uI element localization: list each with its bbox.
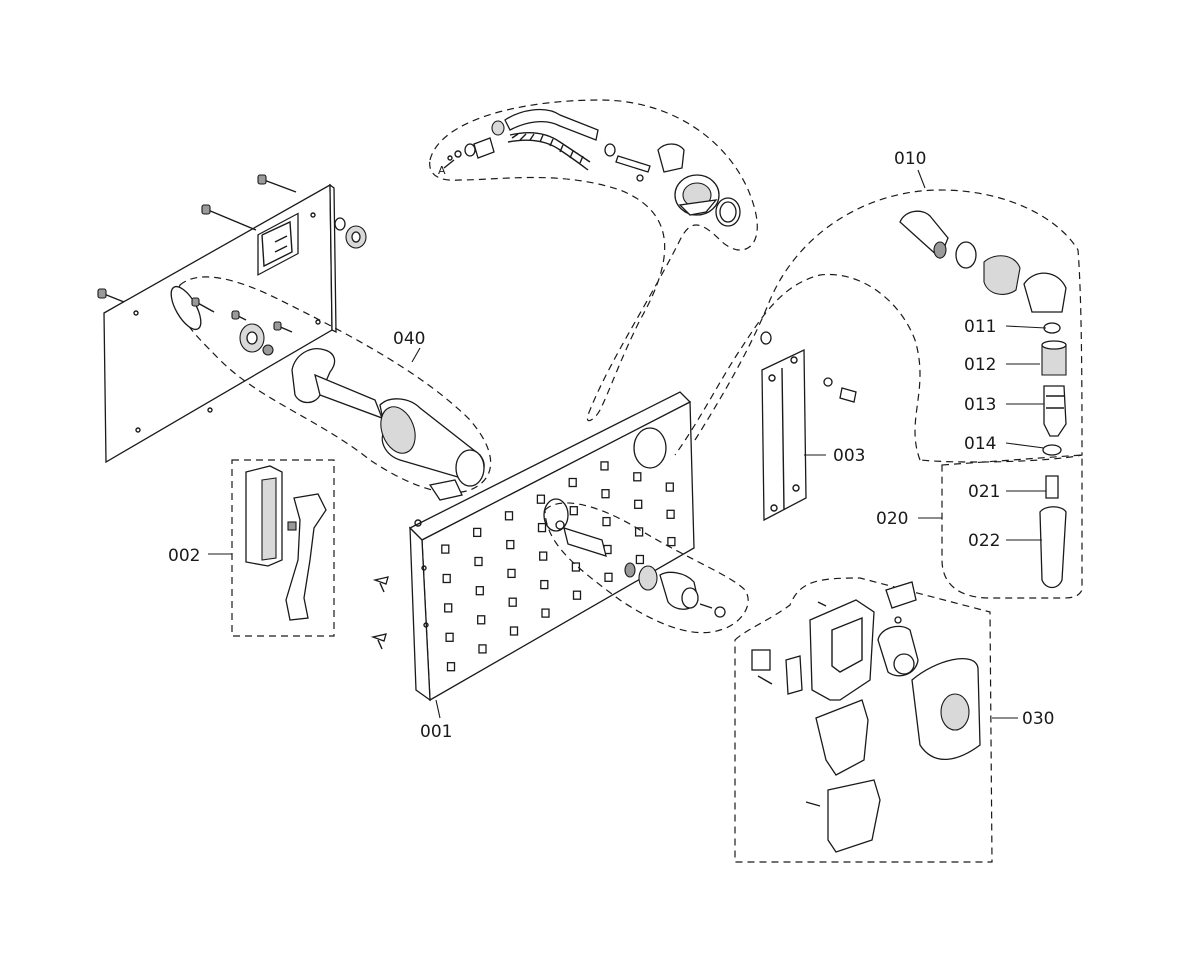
label-011: 011 [964,317,996,337]
group-002-outline [231,459,335,637]
handle-assembly-020 [1039,475,1067,589]
hinge-plate-003 [760,331,857,522]
perforation-hole [634,527,644,537]
spout-arm-assembly [191,297,485,501]
group-010-outline [674,189,1083,463]
valve-assembly [555,520,726,618]
perforation-hole [475,586,484,596]
perforation-hole [442,573,451,584]
label-014: 014 [964,434,996,454]
label-010: 010 [894,149,926,169]
label-040: 040 [393,329,425,349]
perforation-hole [601,489,610,499]
perforation-hole [506,539,515,550]
label-013: 013 [964,395,996,415]
perforation-hole [509,626,519,636]
perforation-hole [446,662,456,672]
perforation-hole [572,590,582,600]
main-perforated-frame [408,391,695,702]
perforation-hole [477,615,486,625]
perforation-hole [473,527,482,538]
tube-group-outline [429,99,758,422]
perforation-hole [539,551,548,561]
frame-perforations [441,461,676,672]
perforation-hole [568,477,577,488]
label-030: 030 [1022,709,1054,729]
frame-screws [370,576,389,650]
label-021: 021 [968,482,1000,502]
perforation-hole [665,482,674,492]
perforation-hole [634,499,643,509]
label-003: 003 [833,446,865,466]
perforation-hole [474,556,483,567]
group-020-outline [941,454,1083,599]
perforation-hole [444,603,453,613]
leader-lines [208,169,1047,719]
bracket-assembly-030 [751,581,981,853]
label-012: 012 [964,355,996,375]
perforation-hole [508,597,517,607]
label-022: 022 [968,531,1000,551]
valve-group-outline [544,502,749,634]
label-020: 020 [876,509,908,529]
perforation-hole [633,472,642,482]
detail-marker-a: A [438,164,446,177]
perforation-hole [536,494,546,504]
spout-head-assembly [899,210,1067,456]
perforation-hole [602,516,611,527]
perforation-hole [504,511,514,521]
label-001: 001 [420,722,452,742]
tube-assembly: A [438,108,741,227]
perforation-hole [507,568,516,579]
perforation-hole [537,522,547,533]
perforation-hole [604,572,613,582]
label-002: 002 [168,546,200,566]
perforation-hole [600,461,609,471]
plate-screw-holes [133,212,321,433]
wall-mounting-plate [103,183,337,464]
perforation-hole [569,506,578,516]
plate-screws [97,174,367,303]
perforation-hole [445,632,454,642]
part-labels: 040 002 001 003 010 011 012 013 014 020 … [168,149,1054,742]
perforation-hole [441,544,450,554]
perforation-hole [541,608,550,618]
latch-part-002 [245,465,327,621]
perforation-hole [540,579,549,590]
perforation-hole [478,644,487,654]
perforation-hole [571,562,581,572]
perforation-hole [667,536,676,547]
perforation-hole [666,509,675,519]
perforation-hole [635,554,645,565]
group-030-outline [734,577,993,863]
